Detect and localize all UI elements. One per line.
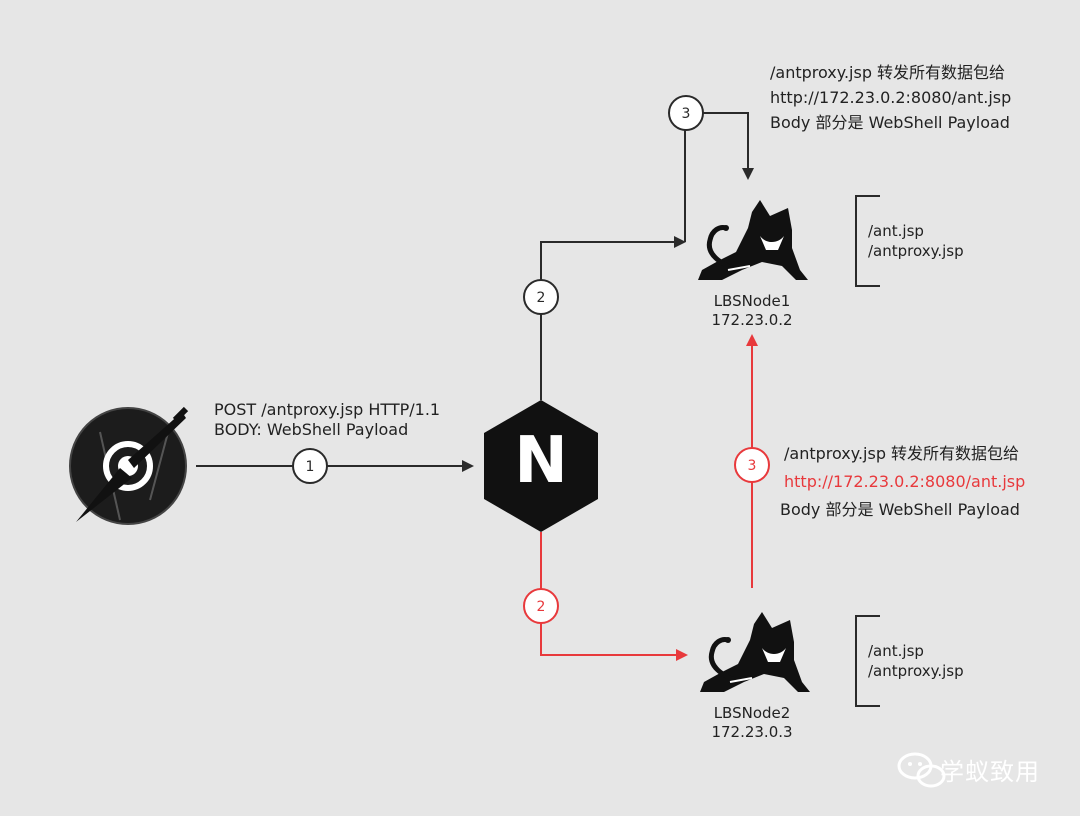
step-3-red-label: 3 <box>748 458 757 474</box>
step-1-label: 1 <box>306 459 315 475</box>
node2-file-ant: /ant.jsp <box>868 642 924 660</box>
node2-label: LBSNode2 172.23.0.3 <box>682 704 822 742</box>
tomcat-icon-node2 <box>700 612 810 692</box>
watermark-text: 学蚁致用 <box>940 758 1040 786</box>
step-2-red-label: 2 <box>537 599 546 615</box>
step-circle-2-black: 2 <box>523 279 559 315</box>
wechat-icon <box>897 752 946 788</box>
top-note-line1: /antproxy.jsp 转发所有数据包给 <box>770 63 1006 82</box>
files-bracket-node1 <box>855 195 880 287</box>
node2-ip: 172.23.0.3 <box>711 723 793 741</box>
node1-file-antproxy: /antproxy.jsp <box>868 242 964 260</box>
mid-note-line2: http://172.23.0.2:8080/ant.jsp <box>784 472 1026 491</box>
client-request-label: POST /antproxy.jsp HTTP/1.1 BODY: WebShe… <box>214 397 440 442</box>
top-forward-note: /antproxy.jsp 转发所有数据包给 http://172.23.0.2… <box>770 60 1011 135</box>
node1-file-ant: /ant.jsp <box>868 222 924 240</box>
body-line: BODY: WebShell Payload <box>214 420 409 439</box>
node2-files: /ant.jsp /antproxy.jsp <box>868 641 964 681</box>
step-circle-1: 1 <box>292 448 328 484</box>
mid-note-line3: Body 部分是 WebShell Payload <box>780 500 1020 519</box>
antsword-client-icon <box>69 406 189 525</box>
nginx-icon: N <box>484 400 598 532</box>
files-bracket-node2 <box>855 615 880 707</box>
step-2-black-label: 2 <box>537 290 546 306</box>
request-line: POST /antproxy.jsp HTTP/1.1 <box>214 400 441 419</box>
step-3-black-label: 3 <box>682 106 691 122</box>
step-circle-2-red: 2 <box>523 588 559 624</box>
node1-label: LBSNode1 172.23.0.2 <box>682 292 822 330</box>
mid-forward-note: /antproxy.jsp 转发所有数据包给 http://172.23.0.2… <box>780 440 1026 524</box>
path-2-red <box>540 532 688 661</box>
step-circle-3-black: 3 <box>668 95 704 131</box>
mid-note-line1: /antproxy.jsp 转发所有数据包给 <box>784 444 1020 463</box>
nginx-letter: N <box>514 424 568 498</box>
top-note-line2: http://172.23.0.2:8080/ant.jsp <box>770 88 1012 107</box>
node2-file-antproxy: /antproxy.jsp <box>868 662 964 680</box>
top-note-line3: Body 部分是 WebShell Payload <box>770 113 1010 132</box>
path-2-black <box>540 236 686 400</box>
node1-ip: 172.23.0.2 <box>711 311 793 329</box>
step-circle-3-red: 3 <box>734 447 770 483</box>
node1-files: /ant.jsp /antproxy.jsp <box>868 221 964 261</box>
path-3-black-arrow <box>703 112 754 180</box>
tomcat-icon-node1 <box>698 200 808 280</box>
node2-name: LBSNode2 <box>713 704 791 722</box>
node1-name: LBSNode1 <box>713 292 791 310</box>
